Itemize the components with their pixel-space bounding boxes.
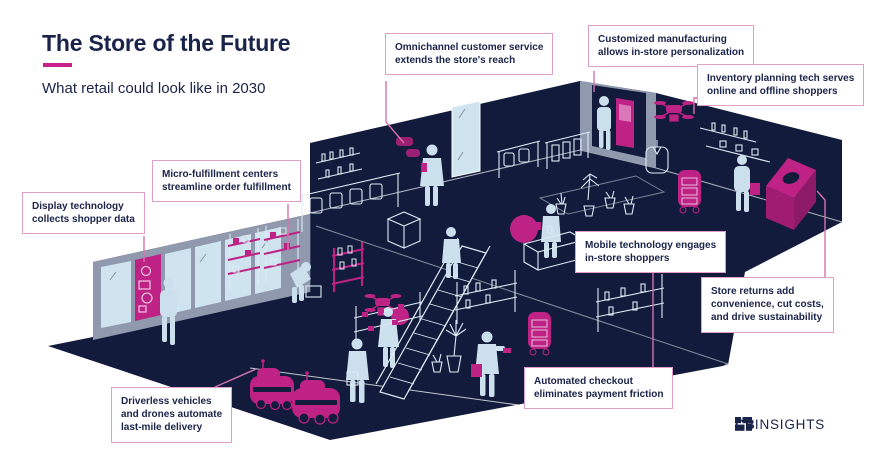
delivery-robot	[292, 371, 340, 425]
cbinsights-logo-icon	[735, 417, 752, 431]
storefront	[93, 214, 310, 340]
mezzanine-decor	[386, 155, 816, 271]
logo-insights-text: INSIGHTS	[754, 417, 826, 432]
callout-automated-checkout: Automated checkout eliminates payment fr…	[524, 367, 674, 410]
callout-micro-fulfillment: Micro-fulfillment centers streamline ord…	[152, 160, 301, 203]
escalator-rider	[442, 227, 461, 279]
callout-inventory-planning: Inventory planning tech serves online an…	[697, 64, 865, 107]
stock-trolley	[331, 242, 365, 292]
display-panel	[135, 254, 161, 321]
shopper-entering	[160, 277, 177, 345]
callout-omnichannel-service: Omnichannel customer service extends the…	[385, 33, 554, 76]
clothing-rack-right	[496, 131, 591, 178]
fitting-mirror	[451, 100, 481, 178]
shopping-bag-icon	[750, 183, 760, 195]
lower-level-decor	[227, 219, 665, 425]
page-title: The Store of the Future	[42, 30, 291, 56]
callout-driverless-vehicles: Driverless vehicles and drones automate …	[111, 387, 233, 443]
palm-plant	[431, 320, 467, 373]
rolling-stock-cart	[678, 170, 701, 214]
mobile-tech-scene	[510, 204, 586, 271]
walking-shopper	[346, 338, 369, 403]
customization-alcove	[580, 81, 656, 168]
kiosk-user	[597, 96, 611, 150]
returns-drop-bin	[766, 158, 816, 230]
inventory-drone	[654, 101, 694, 123]
smartphone-icon	[536, 222, 541, 230]
hanging-coat	[645, 140, 669, 174]
callout-display-technology: Display technology collects shopper data	[22, 192, 145, 235]
callout-customized-manufacturing: Customized manufacturing allows in-store…	[588, 25, 755, 68]
payment-card-icon	[503, 348, 511, 353]
smartphone-icon	[421, 163, 427, 172]
callout-connectors	[143, 71, 826, 388]
omnichannel-shopper	[396, 137, 444, 206]
customization-kiosk	[616, 98, 634, 148]
paying-shopper	[471, 331, 511, 397]
callout-store-returns: Store returns add convenience, cut costs…	[701, 277, 834, 333]
micro-fulfillment-racks	[227, 219, 301, 290]
chat-bubble-icon	[396, 137, 413, 146]
back-wall-decor	[299, 131, 591, 232]
title-underline	[43, 63, 72, 67]
shopping-bag-icon	[471, 364, 482, 377]
clothing-rack-left	[299, 172, 401, 232]
pedestal-cube	[386, 211, 422, 249]
fulfillment-worker	[290, 262, 322, 303]
vending-cart	[528, 312, 551, 356]
window-glints	[109, 239, 269, 281]
returns-shopper	[734, 155, 760, 212]
shelf-bottles	[321, 147, 354, 178]
page-subtitle: What retail could look like in 2030	[42, 80, 266, 97]
chat-bubble-icon	[406, 149, 420, 157]
callout-mobile-technology: Mobile technology engages in-store shopp…	[575, 231, 727, 274]
plant-display	[555, 173, 635, 217]
right-wall-decor	[645, 101, 771, 174]
delivery-robot	[250, 359, 294, 411]
